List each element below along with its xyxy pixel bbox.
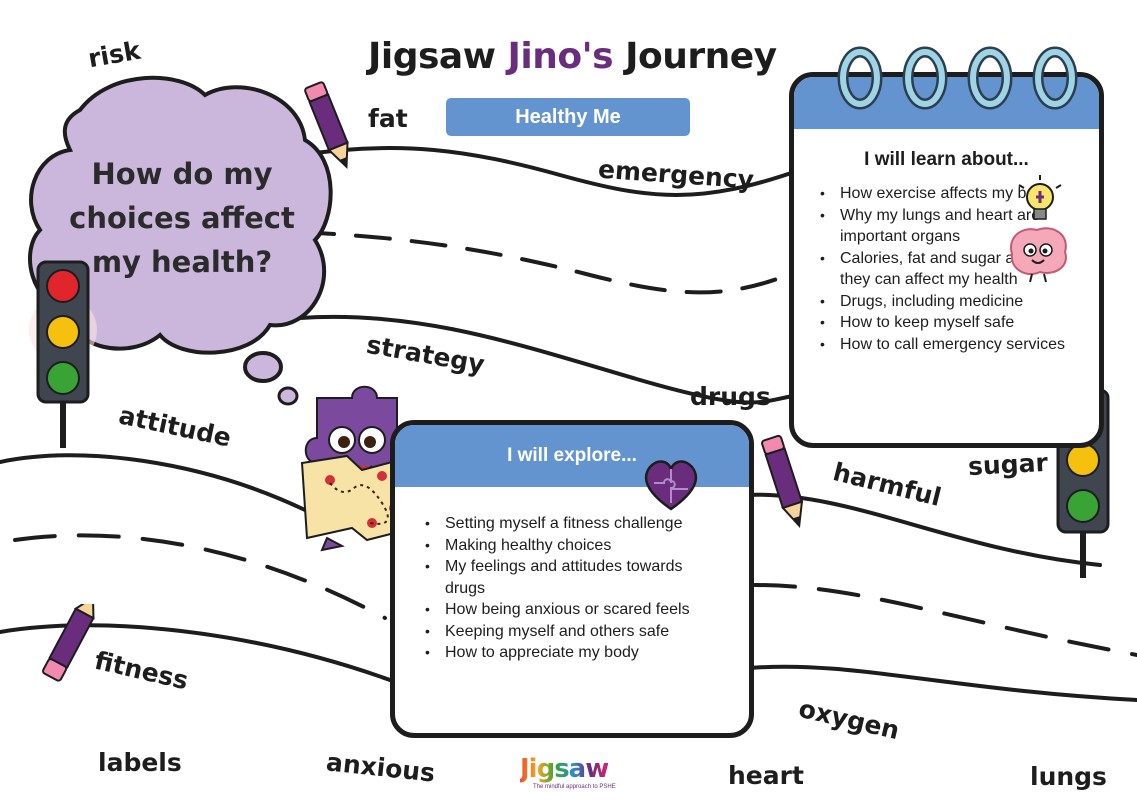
keyword-drugs: drugs bbox=[690, 382, 771, 411]
title-highlight: Jino's bbox=[507, 36, 614, 77]
logo-tagline: The mindful approach to PSHE bbox=[533, 784, 616, 790]
explore-panel-heading: I will explore... bbox=[507, 445, 637, 466]
thought-cloud bbox=[28, 75, 333, 355]
learn-panel-heading: I will learn about... bbox=[864, 149, 1029, 170]
pencil-icon bbox=[761, 434, 804, 529]
keyword-fat: fat bbox=[368, 104, 408, 133]
road-line-middle bbox=[298, 314, 802, 405]
pencil-icon bbox=[42, 604, 95, 682]
explore-list: Setting myself a fitness challenge Makin… bbox=[419, 513, 719, 664]
keyword-lungs: lungs bbox=[1030, 762, 1107, 791]
list-item: Why my lungs and heart are important org… bbox=[814, 205, 1072, 248]
road-line-top bbox=[298, 145, 802, 197]
list-item: Keeping myself and others safe bbox=[419, 621, 719, 643]
list-item: Drugs, including medicine bbox=[814, 291, 1072, 313]
list-item: How to call emergency services bbox=[814, 334, 1072, 356]
calendar-rings-icon bbox=[837, 46, 1078, 110]
list-item: Making healthy choices bbox=[419, 535, 719, 557]
title-part-1: Jigsaw bbox=[368, 36, 496, 77]
thought-dot-large bbox=[243, 351, 283, 383]
road-line-right-lower bbox=[748, 664, 1137, 702]
road-line-upper-dashes bbox=[298, 230, 802, 295]
thought-dot-small bbox=[277, 386, 299, 406]
logo-text: Jigsaw bbox=[520, 754, 609, 784]
jigsaw-logo: Jigsaw bbox=[520, 754, 609, 784]
brain-icon bbox=[1010, 227, 1067, 283]
list-item: How to appreciate my body bbox=[419, 642, 719, 664]
road-line-left-lower bbox=[0, 623, 392, 682]
road-line-left-upper bbox=[0, 453, 307, 512]
keyword-labels: labels bbox=[98, 748, 182, 777]
list-item: How exercise affects my body bbox=[814, 183, 1072, 205]
traffic-light-icon bbox=[29, 260, 97, 448]
list-item: Setting myself a fitness challenge bbox=[419, 513, 719, 535]
keyword-sugar: sugar bbox=[967, 447, 1049, 482]
learn-list: How exercise affects my body Why my lung… bbox=[814, 183, 1072, 355]
thought-question: How do my choices affect my health? bbox=[69, 157, 295, 279]
pencil-icon bbox=[304, 81, 349, 170]
page-title: Jigsaw Jino's Journey bbox=[368, 36, 777, 77]
keyword-heart: heart bbox=[728, 761, 804, 790]
unit-badge: Healthy Me bbox=[446, 98, 690, 136]
road-line-left-dashes bbox=[13, 533, 387, 620]
title-part-2: Journey bbox=[625, 36, 777, 77]
list-item: My feelings and attitudes towards drugs bbox=[419, 556, 719, 599]
list-item: How being anxious or scared feels bbox=[419, 599, 719, 621]
list-item: How to keep myself safe bbox=[814, 312, 1072, 334]
thought-bubble bbox=[28, 75, 333, 406]
lightbulb-icon bbox=[1018, 175, 1062, 220]
list-item: Calories, fat and sugar and how they can… bbox=[814, 248, 1072, 291]
heart-jigsaw-icon bbox=[645, 460, 697, 511]
road-line-right-dashes bbox=[753, 583, 1137, 657]
